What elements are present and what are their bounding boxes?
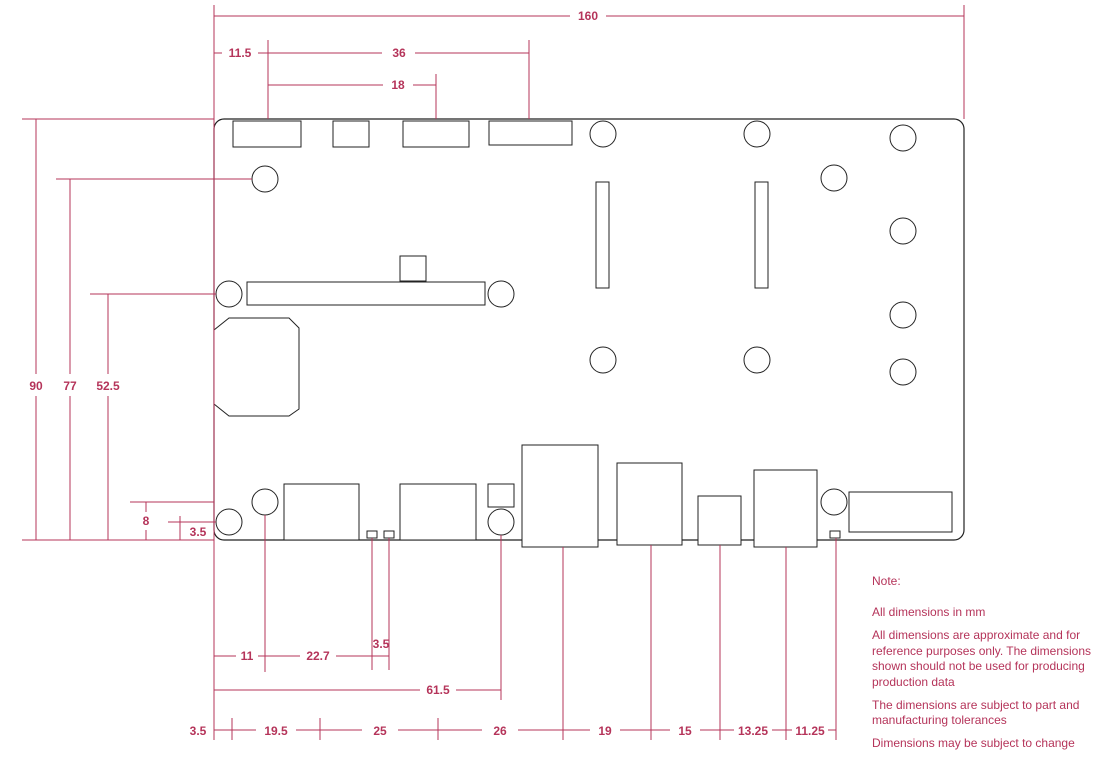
vertical-slot-1 [595,181,610,289]
note-line-3a: The dimensions are subject to part and [872,698,1079,712]
note-line-2a: All dimensions are approximate and for [872,628,1080,642]
small-switch [487,483,515,508]
mount-hole [215,508,243,536]
dim-row-26: 26 [493,724,507,738]
top-connector-1 [232,120,302,148]
dim-row-15: 15 [678,724,692,738]
mount-hole [743,120,771,148]
dim-left-3-5: 3.5 [190,525,207,539]
mount-hole [589,120,617,148]
top-connector-3 [402,120,470,148]
dim-top-11-5: 11.5 [229,46,252,60]
mount-hole [820,164,848,192]
mount-hole [215,280,243,308]
led-2 [383,530,395,539]
bottom-right-header [848,491,953,533]
dim-row-19: 19 [598,724,612,738]
dim-row-13-25: 13.25 [738,724,768,738]
notes-block: Note: All dimensions in mm All dimension… [872,574,1091,750]
dim-bottom-22-7: 22.7 [306,649,330,663]
mount-hole [589,346,617,374]
mount-hole [743,346,771,374]
top-connector-2 [332,120,370,148]
small-square-component [399,255,427,282]
dim-left-90: 90 [29,379,43,393]
mount-hole [820,488,848,516]
bottom-connector-3 [521,444,599,548]
dim-left-8: 8 [143,514,150,528]
dim-left-52-5: 52.5 [96,379,120,393]
mount-hole [889,217,917,245]
bottom-connector-2 [399,483,477,541]
mount-hole [487,280,515,308]
mount-hole [251,488,279,516]
note-line-4: Dimensions may be subject to change [872,736,1075,750]
dim-row-3-5: 3.5 [190,724,207,738]
mount-hole [889,358,917,386]
bottom-connector-4 [616,462,683,546]
mount-hole [251,165,279,193]
dim-top-18: 18 [391,78,405,92]
top-connector-4 [488,120,573,146]
mount-hole [889,301,917,329]
note-line-2d: production data [872,675,955,689]
led-1 [366,530,378,539]
module-outline [213,317,300,417]
horizontal-header [246,281,486,306]
dim-bottom-61-5: 61.5 [426,683,450,697]
note-line-2c: shown should not be used for producing [872,659,1085,673]
vertical-slot-2 [754,181,769,289]
mount-hole [487,508,515,536]
bottom-connector-1 [283,483,360,541]
dim-row-19-5: 19.5 [264,724,288,738]
note-line-3b: manufacturing tolerances [872,713,1007,727]
mount-hole [889,124,917,152]
dim-row-11-25: 11.25 [795,724,825,738]
note-heading: Note: [872,574,901,588]
dim-bottom-3-5: 3.5 [373,637,390,651]
led-3 [829,530,841,539]
note-line-1: All dimensions in mm [872,605,985,619]
dim-bottom-11: 11 [241,649,254,663]
dim-left-77: 77 [63,379,77,393]
dimension-lines [22,5,965,740]
dim-board-width: 160 [578,9,598,23]
bottom-connector-5 [697,495,742,546]
dim-top-36: 36 [392,46,406,60]
dim-row-25: 25 [373,724,387,738]
note-line-2b: reference purposes only. The dimensions [872,644,1091,658]
bottom-connector-6 [753,469,818,548]
